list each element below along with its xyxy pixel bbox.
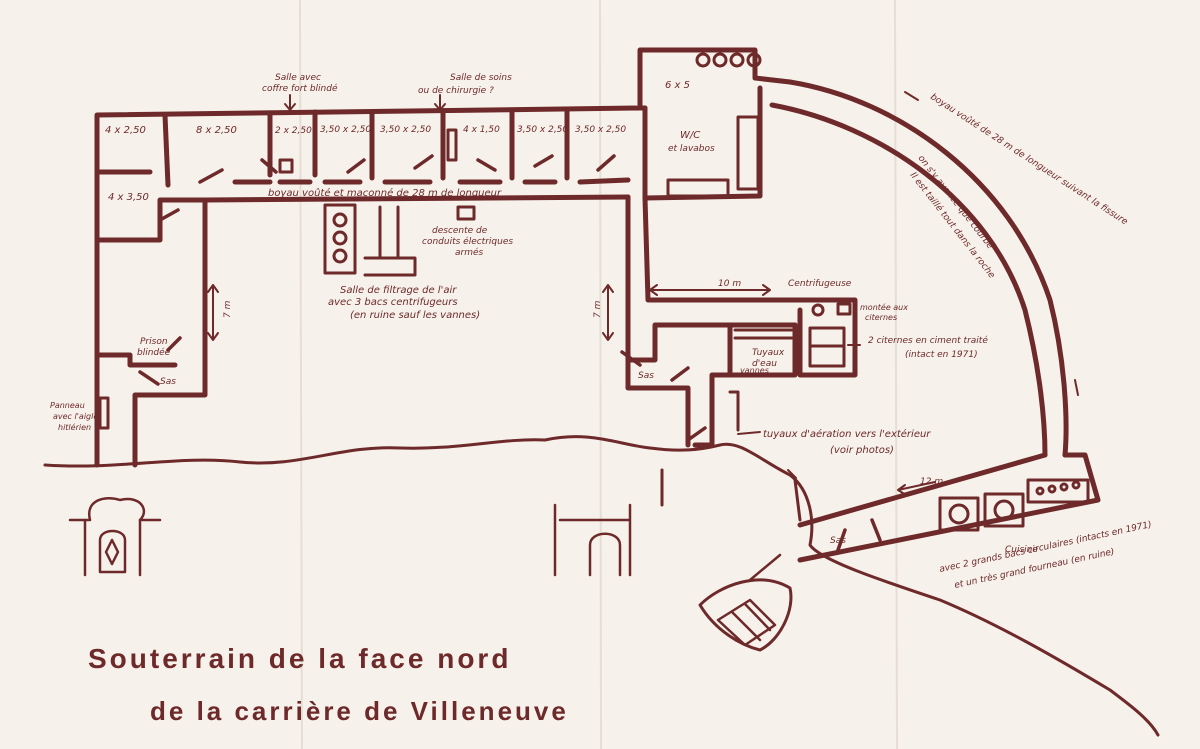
room-label: 3,50 x 2,50: [517, 125, 568, 135]
panneau-label: Panneau: [50, 401, 85, 410]
aeration-label: (voir photos): [830, 445, 894, 456]
door-marks: [138, 154, 882, 552]
panneau-label: hitlérien: [58, 422, 91, 432]
cuisine-label: Cuisine: [1005, 545, 1038, 555]
soins-label: ou de chirurgie ?: [418, 86, 494, 96]
room-label: 3,50 x 2,50: [575, 125, 626, 135]
tuyaux-label: vannes: [740, 366, 769, 375]
rock-outline: [698, 578, 793, 652]
eagle-panel-icon: [98, 396, 110, 430]
montee-label: montée aux: [860, 302, 908, 312]
sas-label: Sas: [830, 536, 846, 546]
room-label: 3,50 x 2,50: [380, 125, 431, 135]
panneau-label: avec l'aigle: [53, 412, 98, 421]
sas-label: Sas: [160, 377, 176, 387]
filter-tank-icon: [323, 203, 357, 275]
prison-label: blindée: [137, 347, 171, 358]
fold-line: [894, 0, 898, 749]
wc-label: et lavabos: [668, 144, 715, 154]
centrifuge-icon: [811, 303, 825, 317]
lavabo-icon: [736, 115, 760, 191]
dim-label: 7 m: [223, 300, 233, 318]
centrifugeuse-label: Centrifugeuse: [788, 279, 852, 289]
room-label: 6 x 5: [665, 80, 690, 91]
conduits-label: conduits électriques: [422, 236, 513, 247]
montee-label: citernes: [865, 313, 897, 322]
fixtures: [98, 52, 1090, 532]
room-label: 4 x 3,50: [108, 192, 149, 203]
title-line-1: Souterrain de la face nord: [88, 643, 511, 674]
dim-label: 10 m: [718, 279, 741, 289]
citernes-label: 2 citernes en ciment traité: [868, 335, 988, 346]
boyau-label: boyau voûté et maçonné de 28 m de longue…: [268, 187, 502, 199]
fold-line: [299, 0, 303, 749]
wc-label: W/C: [680, 130, 700, 141]
soins-label: Salle de soins: [450, 73, 512, 83]
entrance-sketch-right: [553, 503, 632, 577]
sas-label: Sas: [638, 371, 654, 381]
conduits-label: armés: [455, 247, 484, 258]
room-label: 2 x 2,50: [275, 126, 312, 136]
rock-building: [716, 553, 782, 647]
tank-icon: [695, 52, 711, 68]
citernes-label: (intact en 1971): [905, 350, 978, 360]
prison-label: Prison: [140, 337, 168, 347]
stove-icon: [1026, 478, 1090, 504]
coffre-label: coffre fort blindé: [262, 83, 338, 94]
tuyaux-label: d'eau: [752, 359, 777, 369]
title-line-2: de la carrière de Villeneuve: [150, 696, 569, 726]
fold-line: [599, 0, 602, 749]
entrance-sketch-left: [68, 496, 162, 577]
room-label: 8 x 2,50: [196, 125, 237, 136]
room-label: 3,50 x 2,50: [320, 125, 371, 135]
conduits-label: descente de: [432, 226, 488, 236]
table-icon: [446, 128, 458, 162]
room-label: 4 x 1,50: [463, 125, 500, 135]
coffre-label: Salle avec: [275, 73, 321, 83]
room-label: 4 x 2,50: [105, 125, 146, 136]
filtrage-label: (en ruine sauf les vannes): [350, 310, 480, 321]
kitchen-basin-icon: [938, 496, 980, 532]
arrows: [207, 91, 1079, 496]
filtrage-label: avec 3 bacs centrifugeurs: [328, 297, 458, 308]
wc-icon: [666, 178, 730, 198]
dim-label: 7 m: [593, 300, 603, 318]
filtrage-label: Salle de filtrage de l'air: [340, 285, 457, 296]
terrain-line: [43, 435, 1160, 737]
safe-icon: [278, 158, 294, 174]
tuyaux-label: Tuyaux: [752, 348, 785, 358]
map-title: Souterrain de la face nord de la carrièr…: [88, 643, 569, 726]
room-labels: 4 x 2,50 8 x 2,50 2 x 2,50 3,50 x 2,50 3…: [105, 80, 690, 203]
aeration-label: tuyaux d'aération vers l'extérieur: [763, 428, 931, 440]
outer-walls: [94, 47, 1101, 563]
dim-label: 12 m: [920, 477, 943, 487]
